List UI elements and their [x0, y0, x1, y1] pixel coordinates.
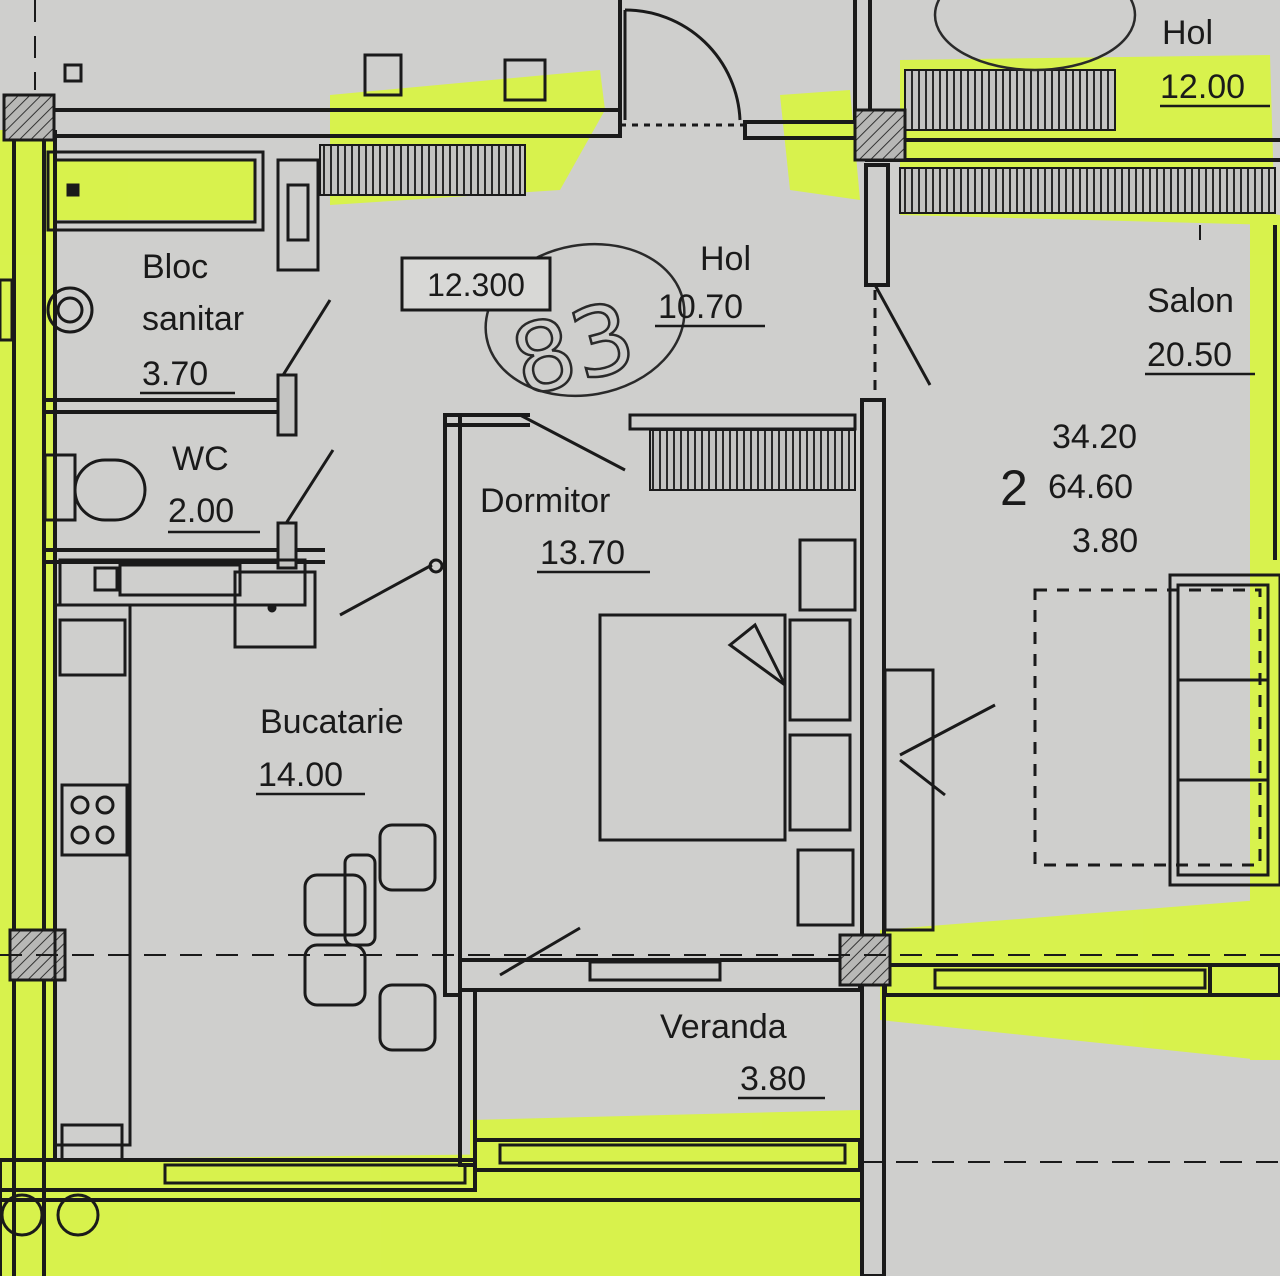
room-hol: Hol 10.70: [655, 240, 765, 328]
room-name: Veranda: [660, 1008, 787, 1046]
room-name: Salon: [1147, 282, 1234, 320]
room-labels: Hol 12.00 Bloc sanitar 3.70 Hol 10.70 Sa…: [140, 14, 1270, 1100]
room-hol-top: Hol 12.00: [1160, 14, 1270, 108]
elevation-mark-text: 12.300: [427, 267, 525, 303]
room-veranda: Veranda 3.80: [660, 1008, 825, 1100]
room-salon: Salon 20.50: [1145, 282, 1255, 376]
axis-lines: [0, 0, 1280, 1163]
room-wc: WC 2.00: [168, 440, 260, 534]
room-area: 3.80: [740, 1060, 806, 1098]
room-name: WC: [172, 440, 229, 478]
room-name: Dormitor: [480, 482, 610, 520]
room-area: 2.00: [168, 492, 234, 530]
room-name: Hol: [700, 240, 751, 278]
room-bucatarie: Bucatarie 14.00: [256, 703, 404, 796]
room-bloc-sanitar: Bloc sanitar 3.70: [140, 248, 244, 395]
room-area: 12.00: [1160, 68, 1245, 106]
room-area: 13.70: [540, 534, 625, 572]
room-name: Bucatarie: [260, 703, 404, 741]
balcony-area: 3.80: [1072, 522, 1138, 560]
total-area: 64.60: [1048, 468, 1133, 506]
room-dormitor: Dormitor 13.70: [480, 482, 650, 574]
window-hatches: [163, 69, 1276, 1185]
rooms-count: 2: [1000, 460, 1028, 516]
room-area: 20.50: [1147, 336, 1232, 374]
living-area: 34.20: [1052, 418, 1137, 456]
handwritten-marks: [484, 0, 1137, 398]
room-area: 10.70: [658, 288, 743, 326]
room-name: Hol: [1162, 14, 1213, 52]
room-name-line1: Bloc: [142, 248, 208, 286]
room-area: 3.70: [142, 355, 208, 393]
elevation-mark: 12.300: [400, 256, 552, 312]
room-name-line2: sanitar: [142, 300, 244, 338]
doors: [278, 8, 996, 977]
room-area: 14.00: [258, 756, 343, 794]
apartment-summary: 2 34.20 64.60 3.80: [1000, 418, 1138, 560]
partition-stubs: [276, 373, 298, 570]
fixtures: [0, 53, 1280, 1237]
